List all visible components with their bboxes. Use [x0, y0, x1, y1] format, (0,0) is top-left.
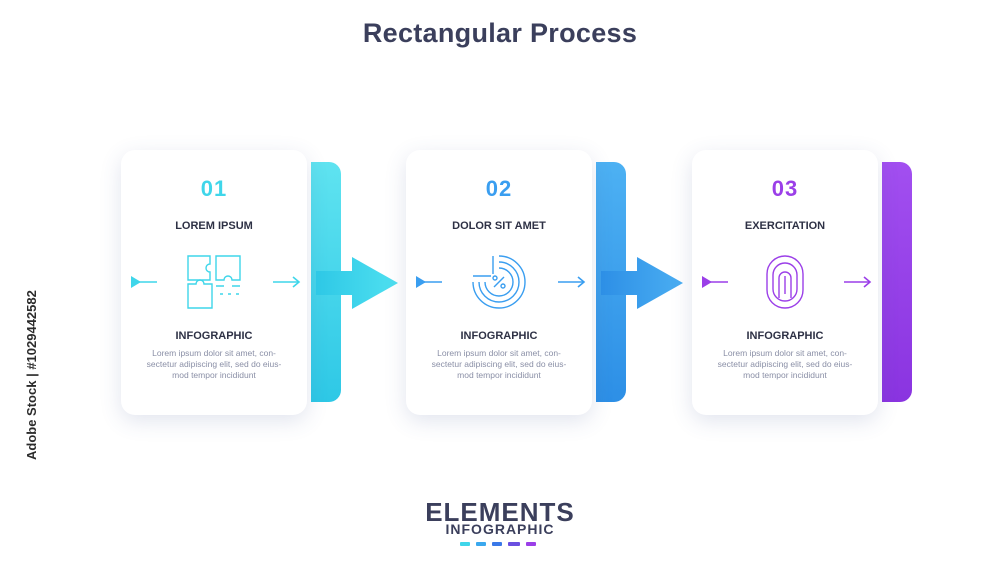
brand-logo-subtext: INFOGRAPHIC [445, 521, 555, 537]
brand-logo-text: ELEMENTS [425, 497, 575, 527]
puzzle-icon [187, 255, 241, 309]
incoming-arrow-icon [416, 276, 442, 288]
brand-dot [460, 542, 470, 546]
step-heading: DOLOR SIT AMET [452, 220, 546, 232]
step-number: 01 [200, 176, 228, 201]
brand-dot [492, 542, 502, 546]
brand-dot [508, 542, 520, 546]
step-heading: LOREM IPSUM [175, 220, 253, 232]
step-1-card: 01 LOREM IPSUM INFOGRAPHIC Lorem ipsum d… [121, 150, 307, 415]
incoming-arrow-icon [131, 276, 157, 288]
outgoing-arrow-icon [844, 276, 872, 288]
percent-chart-icon [472, 255, 526, 309]
step-description: Lorem ipsum dolor sit amet, con- sectetu… [431, 348, 567, 380]
step-description: Lorem ipsum dolor sit amet, con- sectetu… [717, 348, 853, 380]
step-subheading: INFOGRAPHIC [746, 330, 824, 342]
connector-arrow-2-icon [601, 257, 683, 309]
page-title: Rectangular Process [362, 18, 638, 48]
step-description: Lorem ipsum dolor sit amet, con- sectetu… [146, 348, 282, 380]
brand-color-dots [460, 542, 540, 548]
process-step-3: 03 EXERCITATION INFOGRAPHIC Lorem ipsum … [692, 150, 912, 415]
outgoing-arrow-icon [558, 276, 586, 288]
fingerprint-icon [766, 255, 804, 309]
step-heading: EXERCITATION [744, 220, 826, 232]
stock-credit: Adobe Stock | #1029442582 [24, 290, 39, 460]
connector-arrow-1-icon [316, 257, 398, 309]
step-number: 03 [771, 176, 799, 201]
incoming-arrow-icon [702, 276, 728, 288]
process-step-1: 01 LOREM IPSUM INFOGRAPHIC Lorem ipsum d… [121, 150, 341, 415]
outgoing-arrow-icon [273, 276, 301, 288]
process-step-2: 02 DOLOR SIT AMET INFOGRAPHIC Lorem ipsu… [406, 150, 626, 415]
step-subheading: INFOGRAPHIC [175, 330, 253, 342]
step-number: 02 [485, 176, 513, 201]
brand-dot [476, 542, 486, 546]
brand-dot [526, 542, 536, 546]
step-3-tab [882, 162, 912, 402]
step-2-card: 02 DOLOR SIT AMET INFOGRAPHIC Lorem ipsu… [406, 150, 592, 415]
step-3-card: 03 EXERCITATION INFOGRAPHIC Lorem ipsum … [692, 150, 878, 415]
step-subheading: INFOGRAPHIC [460, 330, 538, 342]
